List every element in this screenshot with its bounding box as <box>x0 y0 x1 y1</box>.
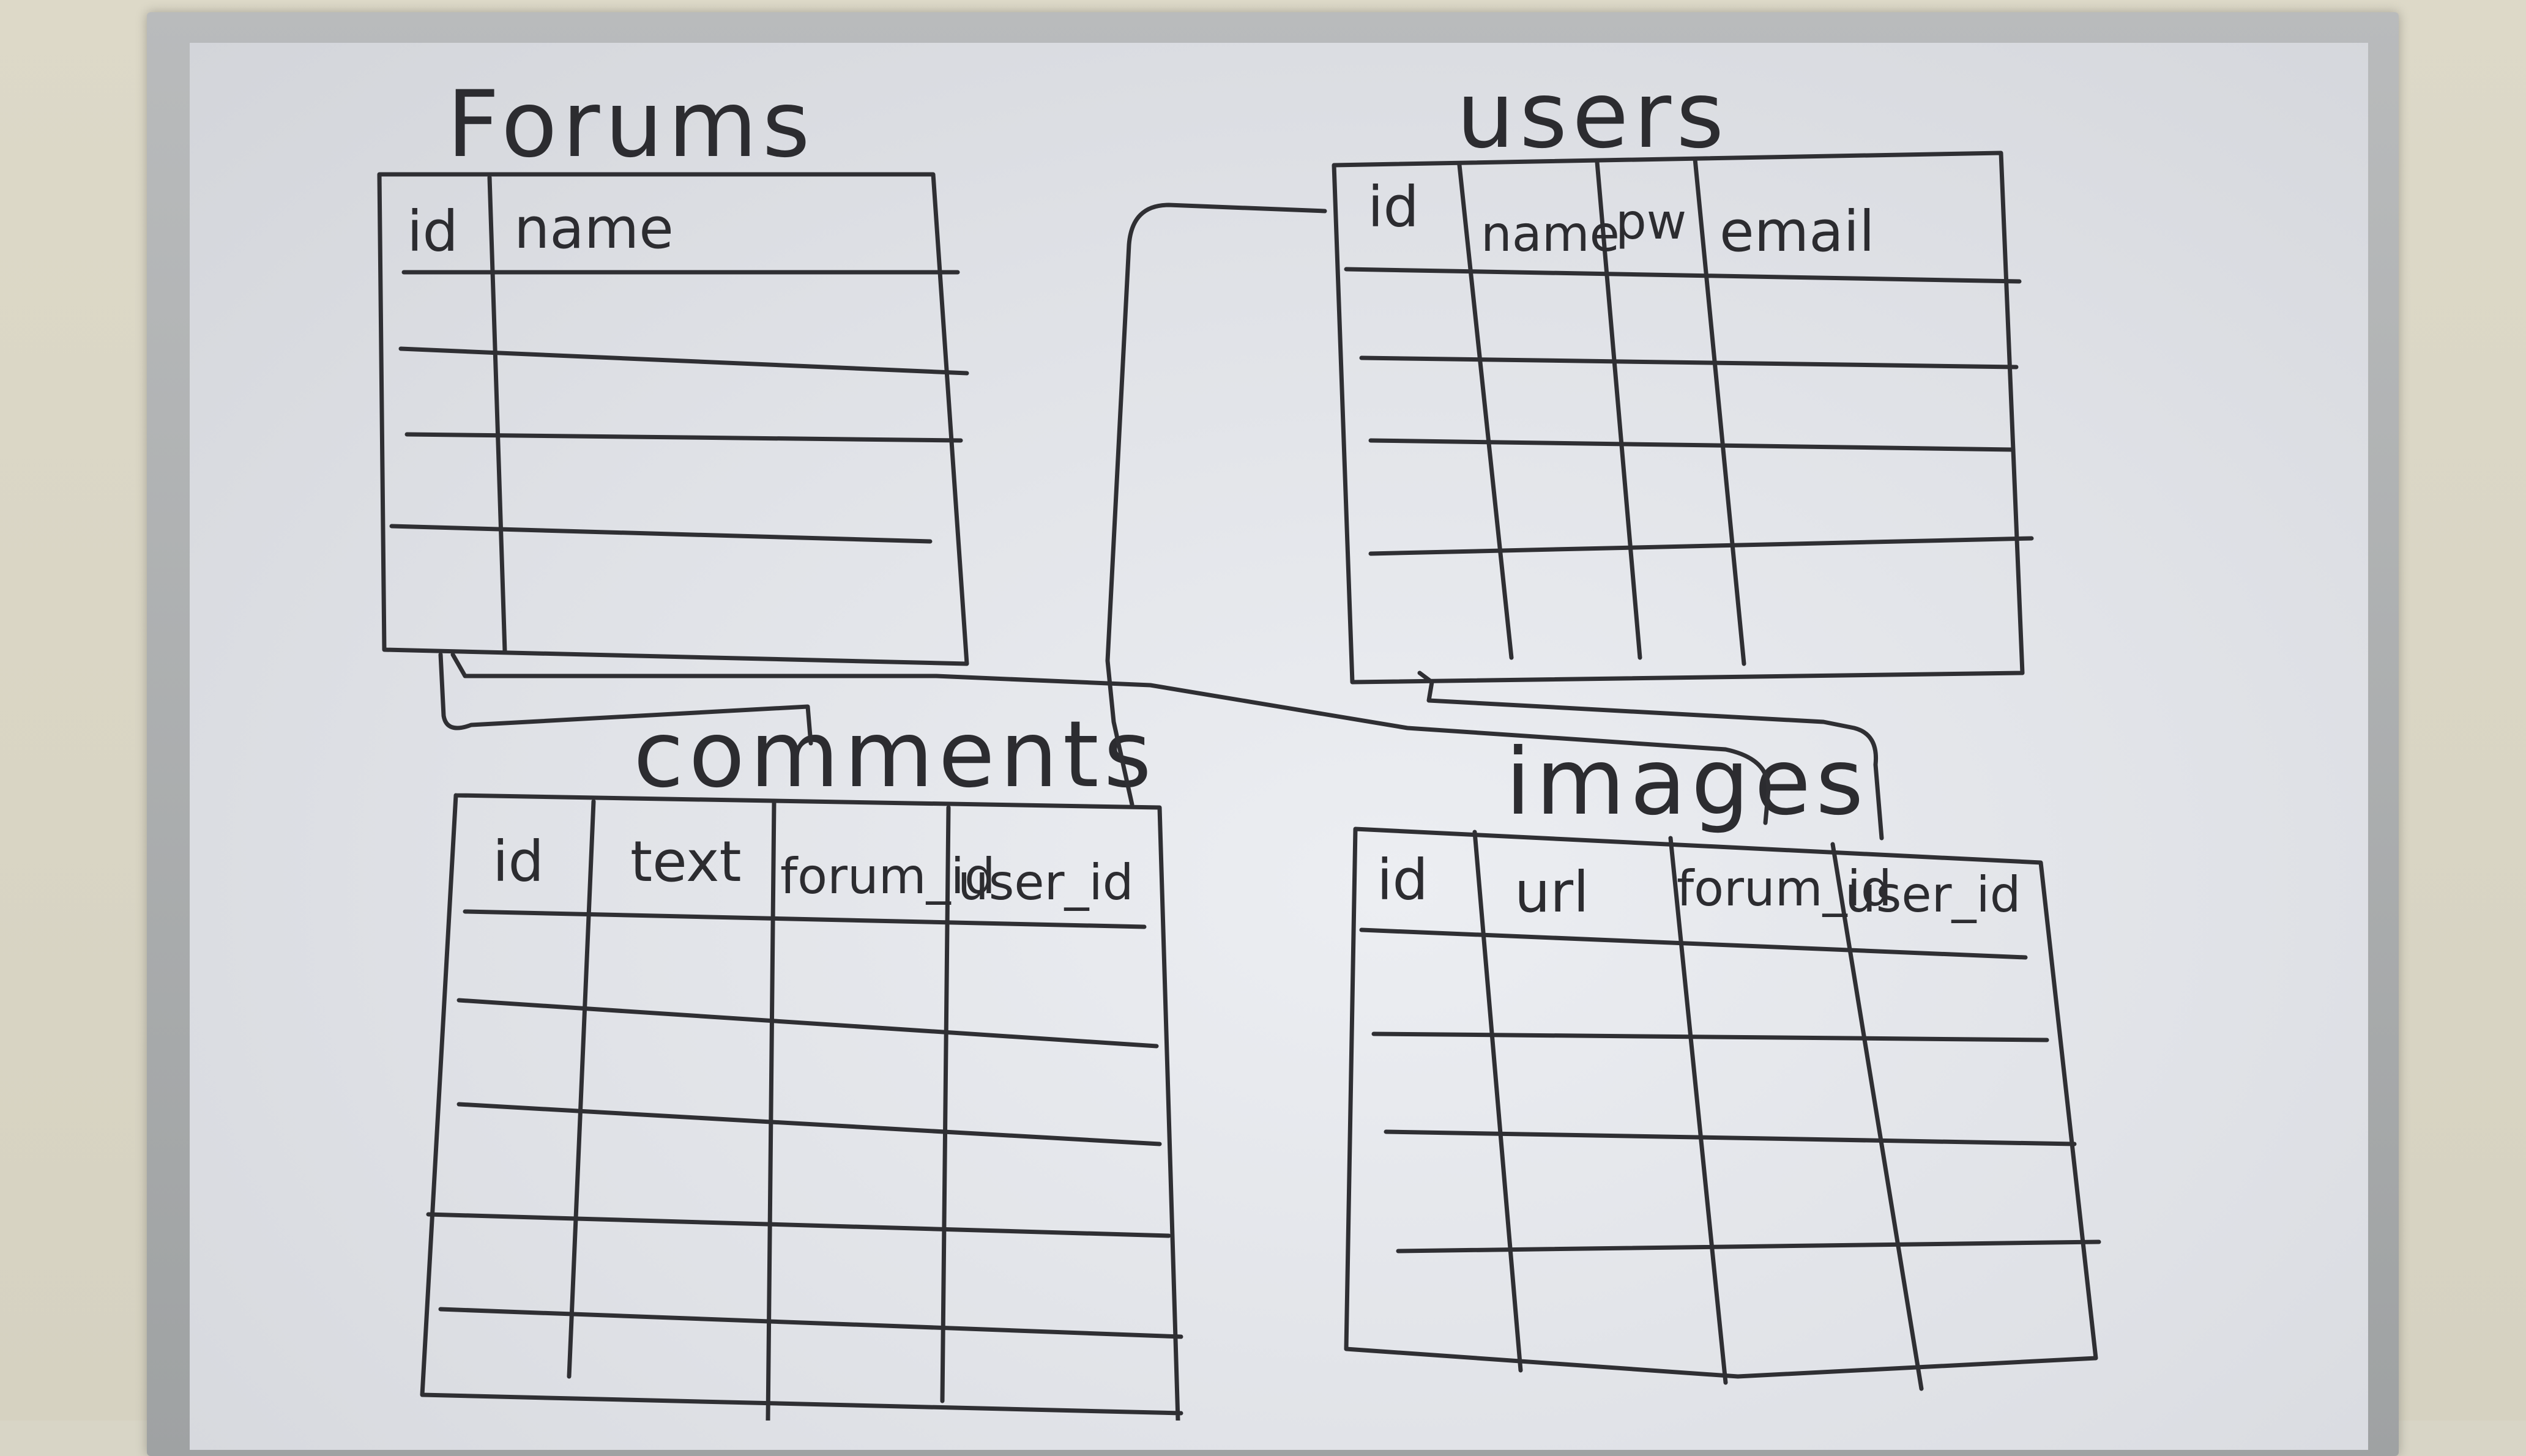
comments-row-line <box>426 1212 1171 1238</box>
users-row-line <box>1368 438 2016 452</box>
users-table: users id name pw email <box>1332 62 2034 685</box>
comments-row-line <box>456 998 1159 1049</box>
connector-users-to-images <box>1417 670 1884 841</box>
comments-column-id: id <box>493 829 544 894</box>
comments-header-divider <box>463 909 1147 929</box>
forums-column-divider <box>487 175 507 654</box>
images-row-line <box>1384 1129 2077 1146</box>
comments-column-divider <box>940 805 951 1403</box>
images-row-line <box>1396 1239 2101 1254</box>
users-row-line <box>1359 355 2019 370</box>
forums-row-line <box>389 524 933 544</box>
images-table: images id url forum_id user_id <box>1344 729 2101 1391</box>
comments-column-user-id: user_id <box>958 854 1134 911</box>
forums-table: Forums id name <box>377 72 969 666</box>
comments-column-divider <box>766 799 777 1421</box>
comments-row-line <box>438 1307 1183 1339</box>
images-row-line <box>1371 1031 2049 1042</box>
images-column-forum-id: forum_id <box>1677 860 1892 917</box>
images-column-divider <box>1830 842 1924 1391</box>
users-column-pw: pw <box>1615 193 1686 250</box>
forums-table-title: Forums <box>447 72 815 178</box>
connector-forums-to-images <box>450 652 1771 825</box>
forums-row-line <box>404 432 963 443</box>
users-column-name: name <box>1481 206 1620 262</box>
comments-column-forum-id: forum_id <box>780 848 996 905</box>
comments-column-divider <box>567 799 596 1379</box>
connector-forums-to-comments <box>438 652 813 746</box>
forums-row-line <box>398 346 969 376</box>
users-column-email: email <box>1719 199 1875 264</box>
images-header-divider <box>1359 927 2028 960</box>
users-column-divider <box>1595 160 1642 660</box>
users-column-divider <box>1693 157 1746 666</box>
images-column-url: url <box>1514 860 1589 925</box>
images-column-id: id <box>1377 847 1428 913</box>
comments-row-line <box>456 1102 1162 1146</box>
forums-column-name: name <box>514 196 674 261</box>
images-column-divider <box>1472 830 1523 1373</box>
users-table-title: users <box>1456 62 1729 169</box>
users-table-border <box>1332 150 2025 685</box>
users-row-line <box>1368 536 2034 556</box>
users-header-divider <box>1344 267 2022 284</box>
comments-column-text: text <box>630 829 742 894</box>
forums-table-border <box>377 172 969 666</box>
images-column-user-id: user_id <box>1845 866 2021 923</box>
forums-column-id: id <box>407 199 458 264</box>
users-column-id: id <box>1368 174 1419 240</box>
connector-users-to-comments <box>1105 202 1327 807</box>
comments-table: comments id text forum_id user_id <box>420 702 1183 1421</box>
images-column-divider <box>1668 836 1728 1385</box>
schema-diagram: Forums id name users id name pw email co… <box>377 62 2101 1421</box>
users-column-divider <box>1457 163 1514 660</box>
comments-table-border <box>420 793 1183 1421</box>
comments-table-title: comments <box>633 702 1157 808</box>
